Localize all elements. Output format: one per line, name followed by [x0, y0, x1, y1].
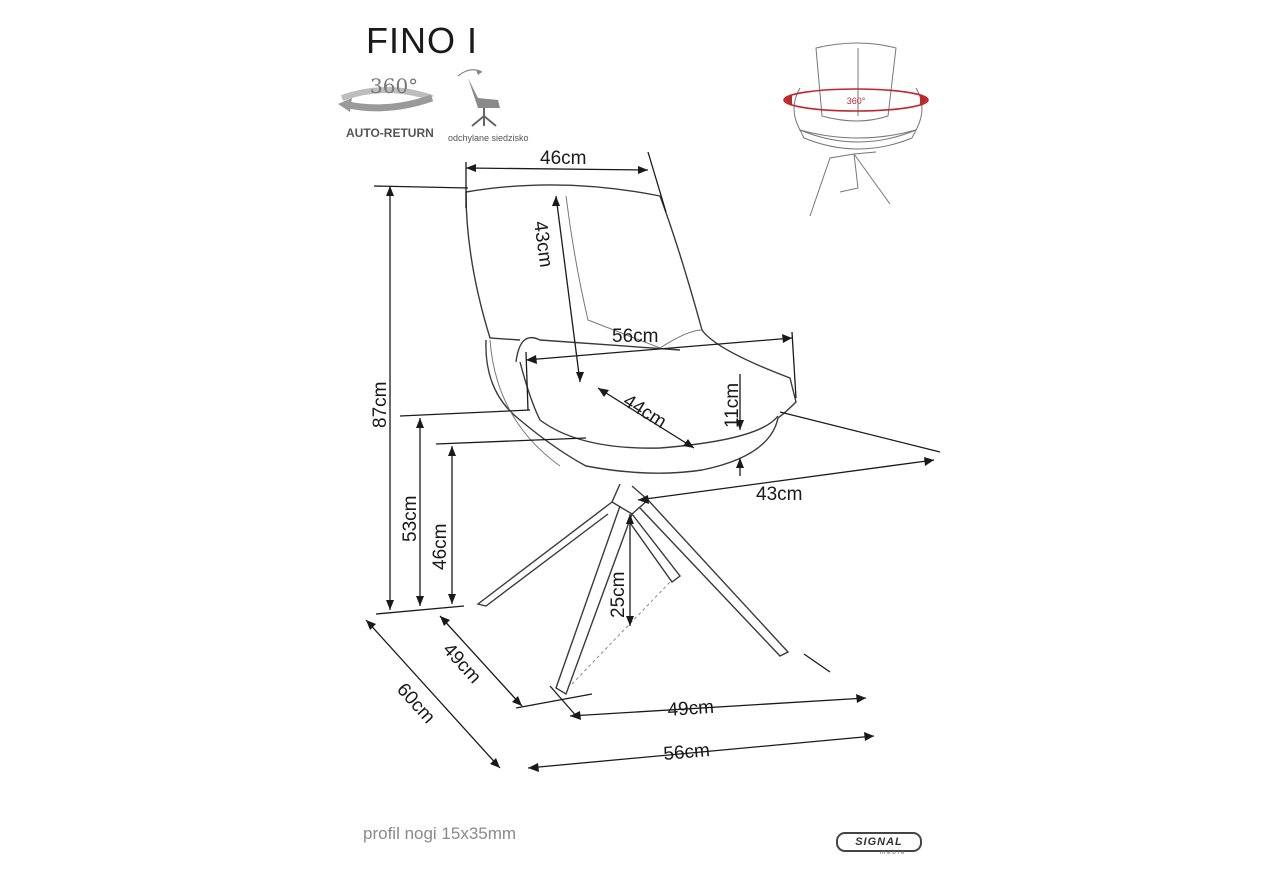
dim-leg-clearance: 25cm: [608, 572, 629, 618]
dim-armrest-floor-height: 53cm: [400, 496, 421, 542]
dim-back-height: 43cm: [529, 220, 556, 269]
dim-back-width: 46cm: [540, 148, 586, 169]
product-title: FINO I: [366, 20, 478, 61]
leg-profile-note: profil nogi 15x35mm: [363, 824, 517, 843]
dim-base-depth-outer: 60cm: [392, 679, 439, 728]
rotation-arrow-icon: [338, 87, 434, 112]
dim-total-height: 87cm: [370, 382, 391, 428]
dim-seat-depth: 44cm: [619, 390, 670, 432]
recline-label: odchylane siedzisko: [448, 133, 529, 143]
chair-backrest: [465, 184, 797, 419]
chair-seat: [485, 339, 779, 474]
dim-base-depth-inner: 49cm: [438, 639, 485, 688]
chair-preview-icon: 360°: [783, 42, 929, 217]
dim-base-width-outer: 56cm: [663, 740, 711, 765]
dim-seat-width: 56cm: [612, 326, 658, 347]
dim-base-width-inner: 49cm: [667, 697, 715, 721]
brand-logo: SIGNAL: [836, 832, 922, 852]
rotation-degrees-label: 360°: [370, 74, 419, 98]
dim-seat-side-depth: 43cm: [756, 484, 802, 505]
auto-return-label: AUTO-RETURN: [346, 126, 434, 140]
dim-seat-height: 46cm: [430, 524, 451, 570]
recline-chair-icon: [457, 69, 500, 127]
dim-armrest-height: 11cm: [722, 383, 743, 428]
brand-subtitle: meble: [880, 850, 907, 856]
preview-rotation-label: 360°: [847, 96, 866, 106]
